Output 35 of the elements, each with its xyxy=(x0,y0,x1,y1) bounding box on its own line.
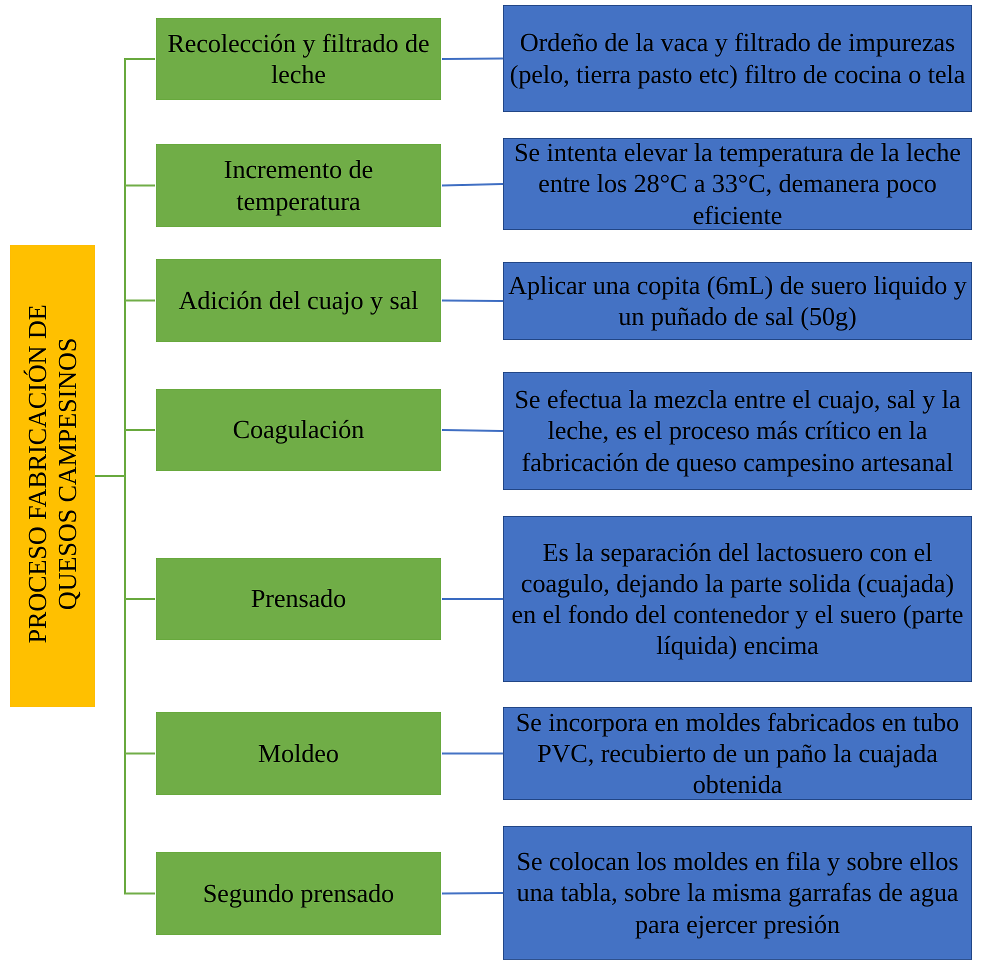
step-box xyxy=(155,17,442,101)
step-box xyxy=(155,388,442,472)
connector-line xyxy=(442,58,503,60)
description-box xyxy=(503,516,972,682)
step-label: Recolección y filtrado de leche xyxy=(166,28,431,90)
connector-line xyxy=(442,300,503,302)
connector-line xyxy=(442,598,503,600)
step-box xyxy=(155,557,442,641)
step-box xyxy=(155,258,442,343)
description-box xyxy=(503,262,972,340)
step-label: Incremento de temperatura xyxy=(222,154,374,217)
step-label: Segundo prensado xyxy=(202,878,396,910)
description-text: Es la separación del lactosuero con el coagulo, dejando la parte solida (cuajada) en el fondo del contenedor y el suero (parte líquida) encima xyxy=(510,536,964,662)
description-box xyxy=(503,372,972,490)
step-label: Moldeo xyxy=(257,738,340,770)
description-text: Ordeño de la vaca y filtrado de impurezas (pelo, tierra pasto etc) filtro de cocina o tela xyxy=(508,27,966,90)
description-text: Aplicar una copita (6mL) de suero liquido y un puñado de sal (50g) xyxy=(507,270,968,332)
description-box xyxy=(503,5,972,112)
connector-line xyxy=(442,429,504,432)
connector-line xyxy=(442,183,504,186)
step-label: Prensado xyxy=(250,583,348,615)
description-text: Se efectua la mezcla entre el cuajo, sal y la leche, es el proceso más crítico en la fabricación de queso campesino artesanal xyxy=(513,384,962,478)
step-label: Adición del cuajo y sal xyxy=(178,284,420,316)
title-box xyxy=(10,245,95,707)
step-box xyxy=(155,711,442,796)
description-box xyxy=(503,826,972,960)
title-text: PROCESO FABRICACIÓN DE QUESOS CAMPESINOS xyxy=(22,303,82,646)
description-text: Se intenta elevar la temperatura de la leche entre los 28°C a 33°C, demanera poco eficiente xyxy=(513,137,962,231)
description-text: Se colocan los moldes en fila y sobre ellos una tabla, sobre la misma garrafas de agua para ejercer presión xyxy=(516,846,960,940)
connector-line xyxy=(442,752,503,754)
connector-line xyxy=(442,892,503,894)
step-box xyxy=(155,143,442,228)
step-box xyxy=(155,851,442,936)
step-label: Coagulación xyxy=(232,414,366,446)
description-text: Se incorpora en moldes fabricados en tubo PVC, recubierto de un paño la cuajada obtenida xyxy=(514,706,960,800)
